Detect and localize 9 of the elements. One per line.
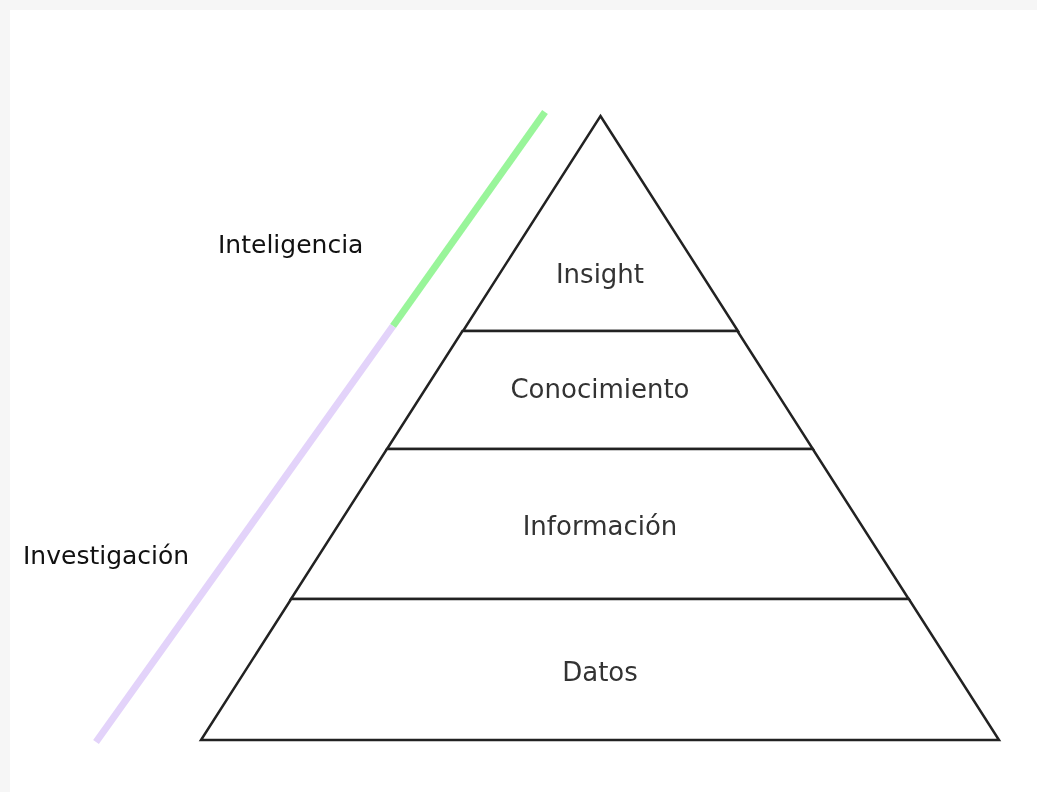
level-label: Investigación [23, 541, 190, 570]
level-label: Información [521, 511, 679, 541]
level-label: Datos [561, 657, 639, 687]
pyramid-level [462, 116, 738, 331]
pyramid-level [291, 449, 909, 599]
level-label: Conocimiento [509, 374, 691, 404]
level-label: Inteligencia [218, 230, 364, 259]
level-label: Insight [554, 259, 646, 289]
pyramid-level [387, 331, 813, 449]
